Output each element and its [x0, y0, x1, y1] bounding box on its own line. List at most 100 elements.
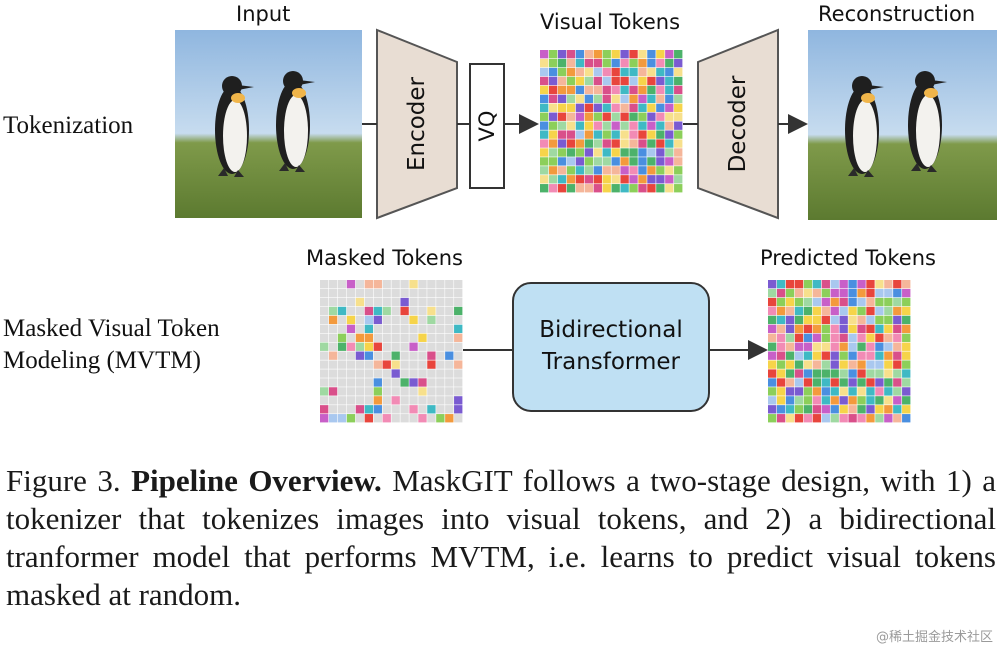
masked-token — [445, 396, 454, 405]
masked-token — [391, 306, 400, 316]
token-cell — [382, 360, 391, 369]
token-cell — [373, 342, 382, 351]
token-cell — [875, 288, 884, 298]
token-cell — [611, 67, 620, 77]
token-cell — [776, 378, 786, 387]
token-cell — [540, 130, 549, 139]
masked-token — [320, 280, 329, 289]
token-cell — [776, 315, 786, 325]
masked-token — [337, 387, 347, 396]
token-cell — [647, 130, 656, 139]
token-cell — [557, 112, 567, 121]
token-cell — [794, 378, 804, 387]
token-cell — [540, 184, 549, 193]
token-cell — [893, 414, 902, 423]
masked-token — [328, 369, 338, 378]
token-cell — [857, 342, 866, 351]
token-cell — [812, 315, 822, 325]
masked-token — [400, 387, 409, 396]
token-cell — [839, 378, 848, 387]
token-cell — [566, 85, 576, 95]
token-cell — [768, 333, 777, 342]
token-cell — [893, 396, 902, 405]
masked-token — [409, 297, 418, 307]
token-cell — [875, 315, 884, 325]
token-cell — [373, 280, 382, 289]
masked-token — [391, 324, 400, 334]
token-cell — [611, 94, 620, 104]
token-cell — [647, 67, 656, 77]
token-cell — [364, 315, 374, 325]
token-cell — [768, 288, 777, 298]
masked-token — [436, 378, 445, 387]
token-cell — [364, 333, 374, 342]
token-cell — [548, 130, 558, 139]
token-cell — [830, 405, 839, 414]
row-label-tokenization: Tokenization — [3, 112, 134, 139]
token-cell — [620, 166, 629, 175]
token-cell — [557, 121, 567, 130]
predicted-tokens-label: Predicted Tokens — [760, 246, 936, 270]
masked-token — [445, 280, 454, 289]
token-cell — [665, 121, 674, 130]
token-cell — [866, 315, 875, 325]
token-cell — [665, 166, 674, 175]
token-cell — [620, 139, 629, 148]
token-cell — [794, 297, 804, 307]
token-cell — [857, 280, 866, 289]
token-cell — [611, 58, 620, 68]
token-cell — [665, 139, 674, 148]
token-cell — [656, 148, 665, 157]
masked-token — [400, 369, 409, 378]
token-cell — [848, 351, 857, 360]
token-cell — [647, 157, 656, 166]
token-cell — [821, 297, 830, 307]
token-cell — [593, 85, 602, 95]
token-cell — [620, 157, 629, 166]
token-cell — [328, 414, 338, 423]
token-cell — [848, 360, 857, 369]
token-cell — [812, 333, 822, 342]
token-cell — [557, 76, 567, 86]
token-cell — [391, 351, 400, 360]
token-cell — [364, 324, 374, 334]
token-cell — [830, 297, 839, 307]
token-cell — [884, 405, 893, 414]
token-cell — [656, 157, 665, 166]
token-cell — [611, 184, 620, 193]
token-cell — [575, 148, 585, 157]
masked-token — [436, 288, 445, 298]
token-cell — [839, 369, 848, 378]
masked-token — [355, 369, 365, 378]
token-cell — [647, 76, 656, 86]
token-cell — [848, 333, 857, 342]
token-cell — [355, 342, 365, 351]
token-cell — [575, 121, 585, 130]
token-cell — [674, 112, 683, 121]
token-cell — [821, 333, 830, 342]
masked-token — [320, 369, 329, 378]
token-cell — [785, 306, 795, 316]
token-cell — [893, 297, 902, 307]
token-cell — [866, 324, 875, 334]
token-cell — [866, 288, 875, 298]
token-cell — [557, 157, 567, 166]
token-cell — [776, 360, 786, 369]
masked-token — [320, 315, 329, 325]
token-cell — [785, 333, 795, 342]
token-cell — [620, 76, 629, 86]
token-cell — [629, 94, 638, 104]
masked-token — [355, 288, 365, 298]
token-cell — [373, 387, 382, 396]
token-cell — [566, 112, 576, 121]
masked-token — [382, 315, 391, 325]
token-cell — [839, 288, 848, 298]
token-cell — [611, 166, 620, 175]
masked-token — [391, 378, 400, 387]
token-cell — [566, 130, 576, 139]
token-cell — [454, 405, 463, 414]
token-cell — [875, 342, 884, 351]
token-cell — [812, 324, 822, 334]
token-cell — [839, 324, 848, 334]
token-cell — [803, 369, 813, 378]
